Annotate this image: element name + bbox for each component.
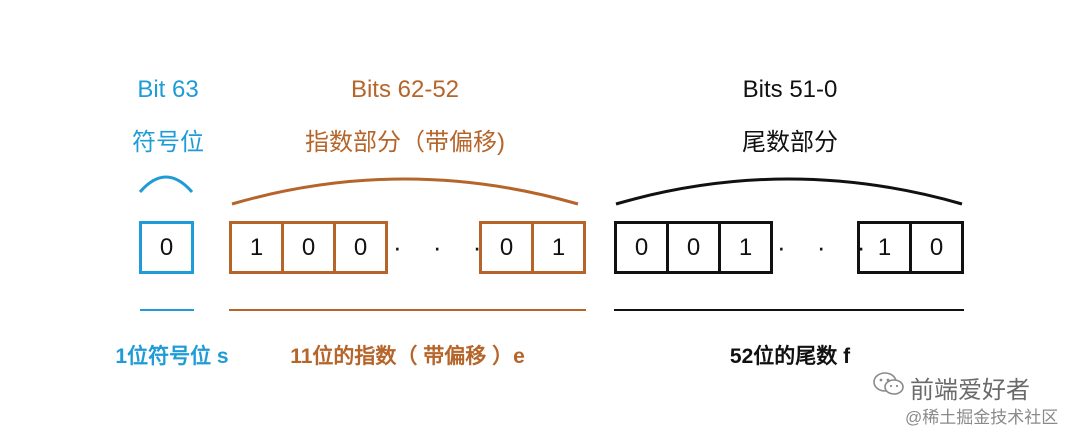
sign-caption: 1位符号位 s bbox=[115, 345, 229, 368]
mantissa-bit-cell: 1 bbox=[718, 221, 773, 274]
wechat-icon bbox=[873, 372, 904, 395]
exponent-title: Bits 62-52 bbox=[350, 76, 460, 103]
exponent-subtitle: 指数部分（带偏移) bbox=[305, 129, 505, 156]
mantissa-bit-cell: 0 bbox=[666, 221, 721, 274]
sign-bit-cell: 0 bbox=[139, 221, 194, 274]
exponent-caption: 11位的指数（ 带偏移 ）e bbox=[290, 345, 525, 368]
mantissa-title: Bits 51-0 bbox=[742, 76, 838, 103]
watermark-account: 前端爱好者 bbox=[910, 377, 1030, 404]
exponent-bit-cell: 0 bbox=[479, 221, 534, 274]
mantissa-underline bbox=[614, 309, 964, 311]
exponent-bit-cell: 0 bbox=[281, 221, 336, 274]
exponent-bit-cell: 0 bbox=[333, 221, 388, 274]
sign-title: Bit 63 bbox=[137, 76, 199, 103]
sign-underline bbox=[140, 309, 194, 311]
mantissa-bit-cell: 0 bbox=[614, 221, 669, 274]
mantissa-bit-cell: 1 bbox=[857, 221, 912, 274]
exponent-bit-cell: 1 bbox=[229, 221, 284, 274]
exponent-bit-cell: 1 bbox=[531, 221, 586, 274]
exponent-underline bbox=[229, 309, 586, 311]
exponent-ellipsis: · · · bbox=[393, 232, 494, 262]
exponent-arc bbox=[231, 177, 579, 206]
watermark-site: @稀土掘金技术社区 bbox=[905, 408, 1059, 427]
mantissa-caption: 52位的尾数 f bbox=[729, 345, 851, 368]
sign-arc bbox=[138, 175, 194, 193]
sign-subtitle: 符号位 bbox=[132, 129, 204, 156]
mantissa-arc bbox=[615, 177, 963, 206]
mantissa-subtitle: 尾数部分 bbox=[742, 129, 838, 156]
mantissa-bit-cell: 0 bbox=[909, 221, 964, 274]
mantissa-ellipsis: · · · bbox=[777, 232, 878, 262]
